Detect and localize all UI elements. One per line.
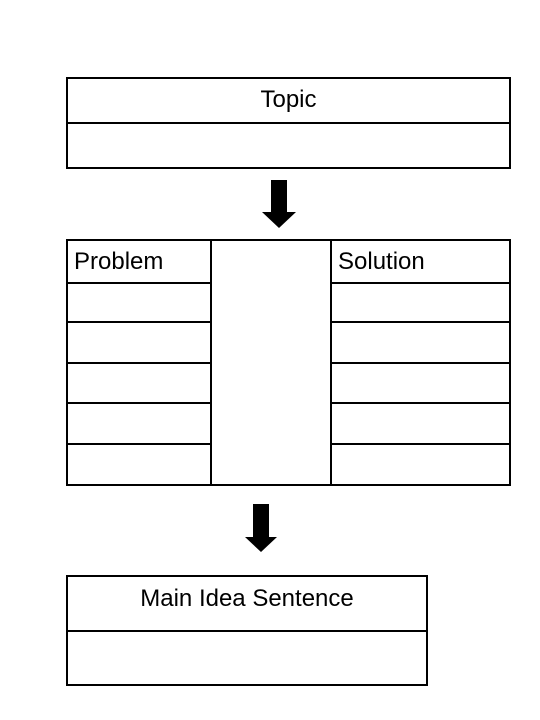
solution-row[interactable]: [332, 323, 509, 364]
arrow-down-icon: [262, 180, 296, 228]
main-idea-field[interactable]: [68, 632, 426, 684]
problem-row[interactable]: [68, 282, 210, 323]
solution-row[interactable]: [332, 445, 509, 484]
arrow-down-icon: [245, 504, 277, 552]
problem-row[interactable]: [68, 364, 210, 404]
problem-row[interactable]: [68, 445, 210, 484]
problem-label: Problem: [74, 248, 164, 275]
problem-row[interactable]: [68, 323, 210, 364]
solution-row[interactable]: [332, 364, 509, 404]
solution-header-row: [332, 241, 509, 284]
column-divider-left: [210, 241, 212, 484]
main-idea-box: Main Idea Sentence: [66, 575, 428, 686]
solution-label: Solution: [338, 248, 425, 275]
problem-header-row: [68, 241, 210, 284]
problem-column: [68, 241, 210, 484]
problem-row[interactable]: [68, 404, 210, 445]
solution-row[interactable]: [332, 404, 509, 445]
problem-solution-chart: Problem Solution: [66, 239, 511, 486]
solution-row[interactable]: [332, 282, 509, 323]
solution-column: [332, 241, 509, 484]
main-idea-label: Main Idea Sentence: [68, 577, 426, 632]
column-divider-right: [330, 241, 332, 484]
topic-box: Topic: [66, 77, 511, 169]
topic-label: Topic: [68, 79, 509, 124]
